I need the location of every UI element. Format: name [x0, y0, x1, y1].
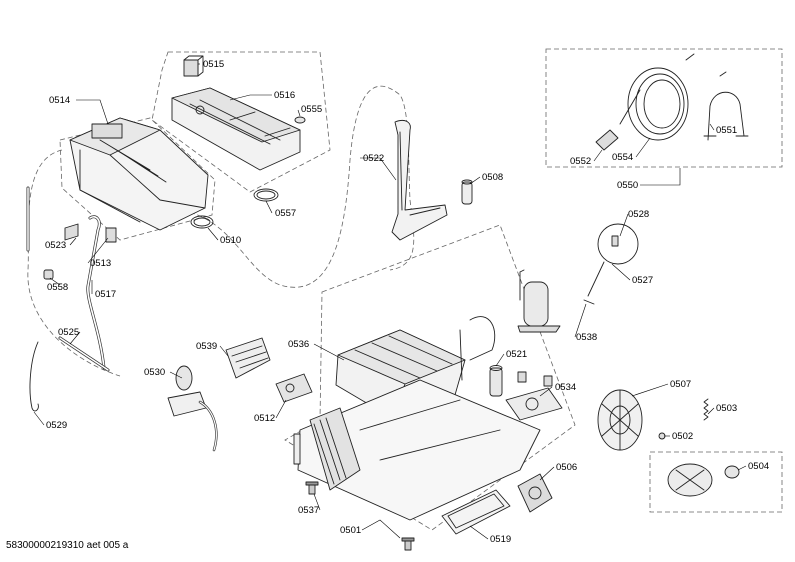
- label-0501: 0501: [340, 525, 361, 536]
- part-0501-base: [293, 379, 541, 521]
- label-0550: 0550: [617, 180, 638, 191]
- part-0514-tank-housing: [69, 117, 209, 231]
- part-0508-cylinder: [461, 179, 473, 205]
- label-0515: 0515: [203, 59, 224, 70]
- part-0506-filter: [517, 473, 553, 513]
- part-0537-screw: [305, 481, 319, 495]
- label-0514: 0514: [49, 95, 70, 106]
- part-compressor: [517, 269, 561, 333]
- part-0523-clip: [64, 223, 79, 241]
- part-0551-bracket: [703, 71, 749, 141]
- label-0536: 0536: [288, 339, 309, 350]
- label-0555: 0555: [301, 104, 322, 115]
- label-0557: 0557: [275, 208, 296, 219]
- label-0527: 0527: [632, 275, 653, 286]
- part-0504-cap: [724, 465, 740, 479]
- group-outline-0516: [151, 51, 331, 193]
- part-0554-hose-coil: [619, 53, 695, 141]
- part-0557-seal-ring: [253, 188, 279, 202]
- part-screw-bottom: [401, 537, 415, 551]
- group-outline-0550: [545, 48, 783, 168]
- label-0534: 0534: [555, 382, 576, 393]
- part-pipes: [459, 316, 496, 381]
- label-0504: 0504: [748, 461, 769, 472]
- part-0515-clip: [183, 55, 204, 77]
- label-0529: 0529: [46, 420, 67, 431]
- label-0522: 0522: [363, 153, 384, 164]
- part-0525-rod: [58, 336, 110, 372]
- document-id: 58300000219310 aet 005 a: [6, 540, 129, 551]
- label-0513: 0513: [90, 258, 111, 269]
- label-0539: 0539: [196, 341, 217, 352]
- label-0554: 0554: [612, 152, 633, 163]
- label-0507: 0507: [670, 379, 691, 390]
- label-0523: 0523: [45, 240, 66, 251]
- part-0529-cable: [29, 341, 39, 412]
- part-0521-capacitor: [489, 365, 503, 397]
- leader-lines: [33, 63, 747, 540]
- part-0507-fan-wheel: [597, 389, 643, 451]
- label-0538: 0538: [576, 332, 597, 343]
- group-outline-0514: [59, 117, 216, 241]
- label-0551: 0551: [716, 125, 737, 136]
- part-0555-plug: [294, 116, 306, 124]
- part-0513-sensor: [105, 227, 117, 243]
- part-0530-pump: [167, 365, 218, 452]
- part-labels: 0515 0516 0555 0514 0522 0557 0508 0510 …: [45, 59, 769, 545]
- part-0522-bracket: [391, 119, 448, 241]
- part-0517-hose: [86, 215, 106, 370]
- part-0510-seal-ring: [190, 215, 214, 229]
- label-0506: 0506: [556, 462, 577, 473]
- group-outline-0502: [649, 451, 783, 513]
- label-0519: 0519: [490, 534, 511, 545]
- part-0539-housing: [225, 337, 271, 379]
- label-0510: 0510: [220, 235, 241, 246]
- label-0502: 0502: [672, 431, 693, 442]
- label-0552: 0552: [570, 156, 591, 167]
- label-0525: 0525: [58, 327, 79, 338]
- label-0528: 0528: [628, 209, 649, 220]
- label-0517: 0517: [95, 289, 116, 300]
- part-0534-mount-plate: [505, 371, 563, 421]
- part-0558-nut: [43, 269, 54, 280]
- label-0521: 0521: [506, 349, 527, 360]
- label-0512: 0512: [254, 413, 275, 424]
- label-0508: 0508: [482, 172, 503, 183]
- label-0516: 0516: [274, 90, 295, 101]
- part-0528-sensor: [583, 223, 639, 305]
- label-0537: 0537: [298, 505, 319, 516]
- part-0516-tray-cover: [171, 87, 301, 171]
- label-0530: 0530: [144, 367, 165, 378]
- part-0519-gasket: [441, 489, 511, 535]
- cable-routing-dashed: [27, 85, 415, 377]
- part-0503-spring: [703, 398, 709, 421]
- part-0512-valve: [275, 373, 313, 403]
- label-0558: 0558: [47, 282, 68, 293]
- part-0502-motor: [658, 432, 713, 497]
- label-0503: 0503: [716, 403, 737, 414]
- part-0552-connector: [595, 129, 619, 151]
